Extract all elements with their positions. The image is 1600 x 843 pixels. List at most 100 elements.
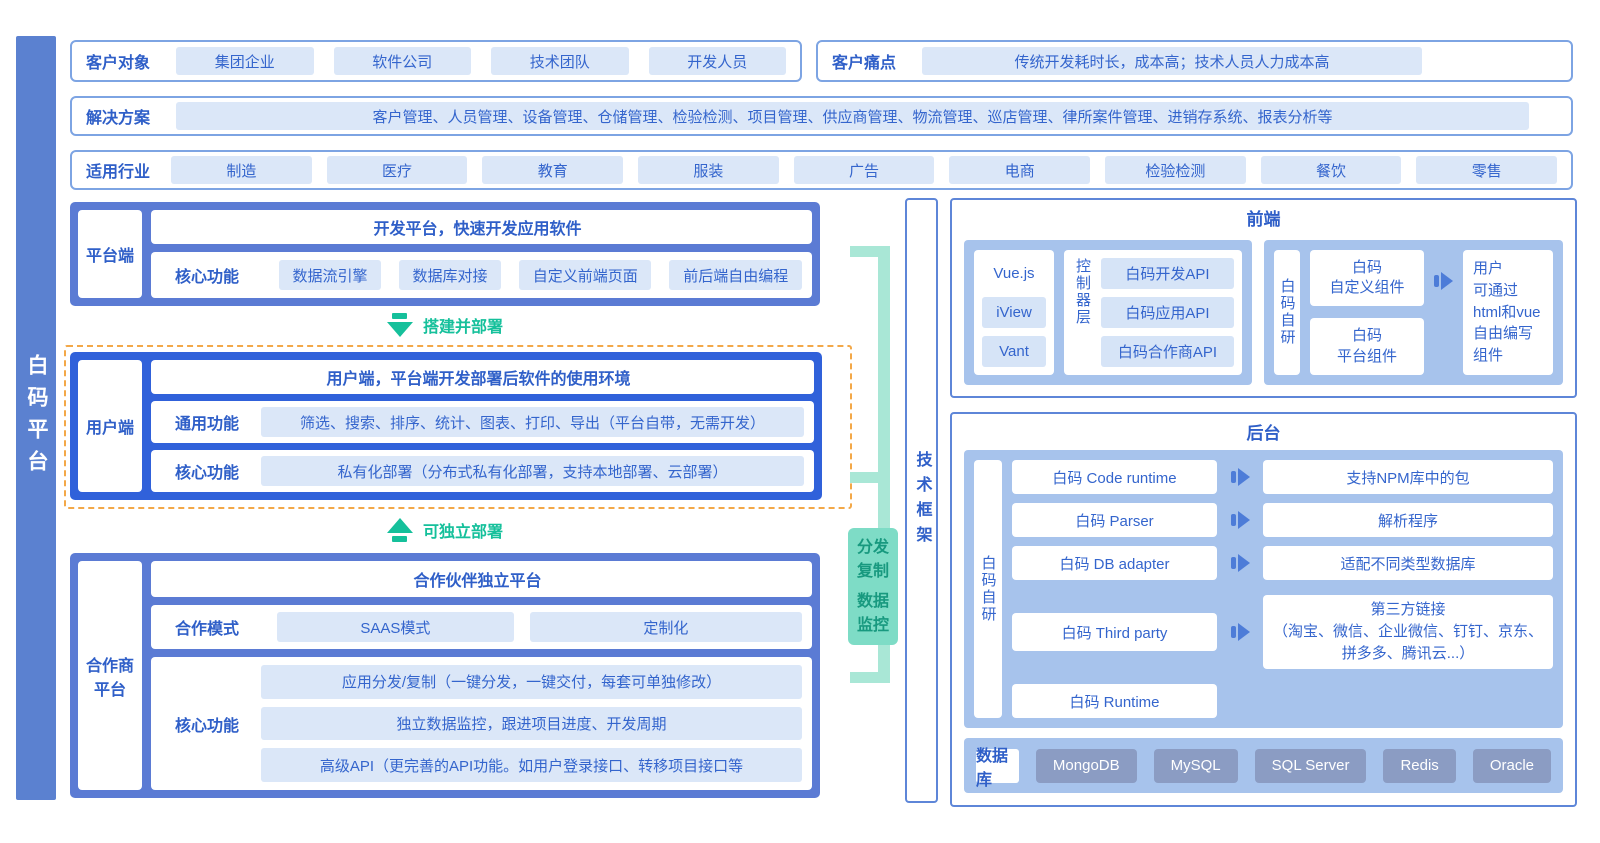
backend-right-cell: 适配不同类型数据库 bbox=[1263, 546, 1553, 580]
backend-right-cell: 解析程序 bbox=[1263, 503, 1553, 537]
fast-forward-arrow-icon bbox=[1217, 511, 1263, 529]
pain-points-label: 客户痛点 bbox=[832, 55, 897, 72]
customer-target-chip: 集团企业 bbox=[176, 47, 314, 75]
partner-core-row: 核心功能 应用分发/复制（一键分发，一键交付，每套可单独修改） 独立数据监控，跟… bbox=[151, 657, 812, 790]
frontend-frameworks-container: Vue.js iView Vant 控制器层 白码开发API 白码应用API 白… bbox=[964, 240, 1252, 385]
backend-title: 后台 bbox=[1246, 423, 1281, 443]
backend-right-cell: 第三方链接 （淘宝、微信、企业微信、钉钉、京东、拼多多、腾讯云...） bbox=[1263, 595, 1553, 669]
backend-right-cell: 支持NPM库中的包 bbox=[1263, 460, 1553, 494]
industries-label: 适用行业 bbox=[86, 164, 151, 181]
customer-target-chip: 开发人员 bbox=[648, 47, 787, 75]
platform-side-label: 平台端 bbox=[85, 248, 134, 265]
platform-feature-chip: 自定义前端页面 bbox=[518, 260, 652, 290]
database-label: 数据库 bbox=[976, 748, 1019, 789]
partner-core-item: 高级API（更完善的API功能。如用户登录接口、转移项目接口等 bbox=[261, 748, 802, 783]
frontend-selfdev-box: 白码自研 bbox=[1274, 250, 1300, 375]
fast-forward-arrow-icon bbox=[1434, 272, 1453, 290]
solutions-text: 客户管理、人员管理、设备管理、仓储管理、检验检测、项目管理、供应商管理、物流管理… bbox=[176, 102, 1529, 130]
arrow-up-icon bbox=[386, 518, 413, 542]
industry-chip: 检验检测 bbox=[1105, 156, 1246, 184]
build-deploy-label: 搭建并部署 bbox=[422, 319, 503, 336]
frontend-framework-stack: Vue.js iView Vant bbox=[974, 250, 1054, 375]
connector-middle-stub bbox=[850, 472, 889, 483]
backend-mapping-row: 白码 Third party 第三方链接 （淘宝、微信、企业微信、钉钉、京东、拼… bbox=[1012, 595, 1553, 669]
backend-left-cell: 白码 Code runtime bbox=[1012, 460, 1217, 494]
user-core-row: 核心功能 私有化部署（分布式私有化部署，支持本地部署、云部署） bbox=[151, 450, 814, 492]
platform-feature-chip: 前后端自由编程 bbox=[669, 260, 803, 290]
backend-runtime-cell: 白码 Runtime bbox=[1012, 684, 1217, 718]
connector-top-stub bbox=[850, 246, 889, 257]
database-chip: MongoDB bbox=[1035, 748, 1137, 783]
industries-box: 适用行业 制造 医疗 教育 服装 广告 电商 检验检测 餐饮 零售 bbox=[70, 150, 1573, 190]
badge-line: 监控 bbox=[856, 616, 889, 634]
user-title-box: 用户端，平台端开发部署后软件的使用环境 bbox=[151, 360, 814, 394]
user-side-label-box: 用户端 bbox=[78, 360, 142, 492]
customer-targets-label: 客户对象 bbox=[86, 55, 151, 72]
badge-line: 数据 bbox=[856, 592, 889, 610]
industry-chip: 广告 bbox=[793, 156, 935, 184]
backend-left-cell: 白码 Parser bbox=[1012, 503, 1217, 537]
customer-target-chip: 技术团队 bbox=[491, 47, 629, 75]
pain-points-text: 传统开发耗时长，成本高；技术人员人力成本高 bbox=[922, 47, 1423, 75]
industry-chip: 医疗 bbox=[326, 156, 468, 184]
backend-left-cell: 白码 DB adapter bbox=[1012, 546, 1217, 580]
api-chip: 白码开发API bbox=[1101, 258, 1234, 289]
customer-target-chip: 软件公司 bbox=[333, 47, 472, 75]
user-side-dotted-wrapper: 用户端 用户端，平台端开发部署后软件的使用环境 通用功能 筛选、搜索、排序、统计… bbox=[64, 345, 852, 509]
brand-sidebar: 白码平台 bbox=[16, 36, 56, 800]
user-side-block: 用户端 用户端，平台端开发部署后软件的使用环境 通用功能 筛选、搜索、排序、统计… bbox=[70, 352, 822, 500]
independent-deploy-label: 可独立部署 bbox=[422, 524, 503, 541]
partner-title: 合作伙伴独立平台 bbox=[413, 573, 542, 590]
user-generic-row: 通用功能 筛选、搜索、排序、统计、图表、打印、导出（平台自带，无需开发） bbox=[151, 401, 814, 443]
backend-mapping-row: 白码 Parser 解析程序 bbox=[1012, 503, 1553, 537]
platform-title: 开发平台，快速开发应用软件 bbox=[373, 221, 582, 238]
backend-container: 白码自研 白码 Code runtime 支持NPM库中的包 白码 Parser… bbox=[964, 450, 1563, 728]
database-chip: MySQL bbox=[1153, 748, 1238, 783]
connector-bottom-stub bbox=[850, 672, 889, 683]
partner-side-label: 合作商 平台 bbox=[85, 657, 134, 699]
backend-runtime-row: 白码 Runtime bbox=[1012, 684, 1553, 718]
frontend-title: 前端 bbox=[1246, 209, 1281, 229]
distribute-copy-monitor-badge: 分发 复制 数据 监控 bbox=[848, 528, 898, 645]
independent-deploy-arrow-group: 可独立部署 bbox=[70, 513, 820, 547]
custom-components-cell: 白码 自定义组件 bbox=[1310, 250, 1424, 307]
platform-side-label-box: 平台端 bbox=[78, 210, 142, 298]
user-generic-label: 通用功能 bbox=[175, 416, 240, 433]
build-deploy-arrow-group: 搭建并部署 bbox=[70, 308, 820, 342]
database-strip: 数据库 MongoDB MySQL SQL Server Redis Oracl… bbox=[964, 738, 1563, 793]
user-core-text: 私有化部署（分布式私有化部署，支持本地部署、云部署） bbox=[261, 456, 804, 486]
api-chip: 白码应用API bbox=[1101, 296, 1234, 328]
platform-feature-chip: 数据库对接 bbox=[398, 260, 501, 290]
framework-vant-chip: Vant bbox=[982, 335, 1046, 367]
user-generic-text: 筛选、搜索、排序、统计、图表、打印、导出（平台自带，无需开发） bbox=[261, 407, 804, 437]
platform-side-block: 平台端 开发平台，快速开发应用软件 核心功能 数据流引擎 数据库对接 自定义前端… bbox=[70, 202, 820, 306]
badge-line: 复制 bbox=[856, 562, 889, 580]
partner-mode-chip: SAAS模式 bbox=[277, 612, 514, 642]
industry-chip: 教育 bbox=[482, 156, 624, 184]
partner-mode-row: 合作模式 SAAS模式 定制化 bbox=[151, 605, 812, 649]
partner-title-box: 合作伙伴独立平台 bbox=[151, 561, 812, 597]
badge-line: 分发 bbox=[856, 538, 889, 556]
api-chip: 白码合作商API bbox=[1101, 335, 1234, 367]
database-chip: Redis bbox=[1383, 748, 1456, 783]
customer-targets-box: 客户对象 集团企业 软件公司 技术团队 开发人员 bbox=[70, 40, 802, 82]
controller-layer-box: 控制器层 白码开发API 白码应用API 白码合作商API bbox=[1064, 250, 1242, 375]
partner-mode-chip: 定制化 bbox=[529, 612, 802, 642]
controller-layer-label: 控制器层 bbox=[1074, 258, 1091, 326]
partner-mode-label: 合作模式 bbox=[175, 621, 240, 638]
industry-chip: 电商 bbox=[949, 156, 1091, 184]
user-side-label: 用户端 bbox=[85, 420, 134, 437]
database-chip: SQL Server bbox=[1254, 748, 1367, 783]
partner-core-label: 核心功能 bbox=[175, 717, 240, 735]
backend-panel: 后台 白码自研 白码 Code runtime 支持NPM库中的包 白码 Par… bbox=[950, 412, 1577, 807]
industry-chip: 餐饮 bbox=[1260, 156, 1402, 184]
platform-title-box: 开发平台，快速开发应用软件 bbox=[151, 210, 812, 244]
user-title: 用户端，平台端开发部署后软件的使用环境 bbox=[326, 371, 631, 388]
frontend-panel: 前端 Vue.js iView Vant 控制器层 白码开发API 白码应用AP… bbox=[950, 198, 1577, 398]
backend-mapping-row: 白码 Code runtime 支持NPM库中的包 bbox=[1012, 460, 1553, 494]
partner-side-label-box: 合作商 平台 bbox=[78, 561, 142, 790]
framework-iview-chip: iView bbox=[982, 296, 1046, 328]
backend-left-cell: 白码 Third party bbox=[1012, 613, 1217, 651]
backend-mapping-row: 白码 DB adapter 适配不同类型数据库 bbox=[1012, 546, 1553, 580]
